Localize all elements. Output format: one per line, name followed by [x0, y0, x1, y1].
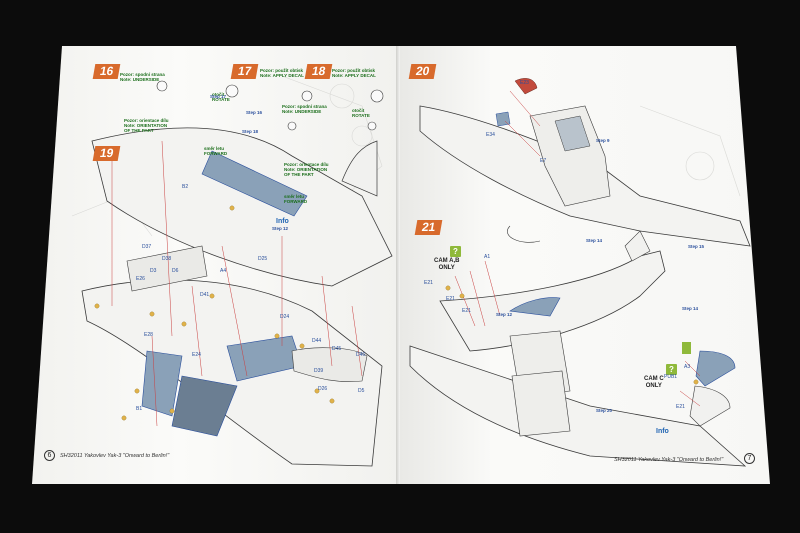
part-label: A3 [684, 364, 691, 370]
part-label: E21 [446, 296, 455, 302]
question-icon: ? [666, 364, 677, 375]
part-label: B2 [182, 184, 189, 190]
cockpit-detail [554, 115, 591, 152]
right-page: 20 21 Step 9 Step 14 Step 15 Step 14 Ste… [400, 46, 770, 484]
question-icon: ? [450, 246, 461, 257]
part-label: D25 [258, 256, 268, 262]
note-underside-17: Pozor: spodní strana Note: UNDERSIDE [282, 104, 327, 114]
footer-left: SH32011 Yakovlev Yak-3 "Onward to Berlin… [60, 453, 170, 459]
part-label: A4 [220, 268, 227, 274]
step-16-badge: 16 [92, 64, 121, 79]
step-ref-9: Step 9 [596, 138, 610, 143]
wheel-well-bay [171, 375, 238, 437]
part-label: E28 [144, 332, 153, 338]
part-label: D24 [280, 314, 290, 320]
note-decal-17: Pozor: použít obtisk Note: APPLY DECAL [260, 68, 304, 78]
part-label: E21 [676, 404, 685, 410]
step-ref-14b: Step 14 [682, 306, 699, 311]
step-ref-12: Step 12 [496, 312, 513, 317]
check-icon [682, 342, 691, 354]
part-lower-shape [689, 385, 731, 427]
part-label: E21 [462, 308, 471, 314]
cam-ab-only: CAM A,B ONLY [434, 258, 460, 271]
tail-fin-outline [341, 140, 378, 197]
step-ref-15: Step 15 [688, 244, 705, 249]
cockpit-assembly [529, 105, 611, 207]
note-rotate-18: otočit ROTATE [352, 108, 370, 118]
info-label: Info [276, 218, 289, 225]
part-label: D39 [314, 368, 324, 374]
step-ref-17: Step 17 [210, 94, 227, 99]
step-20-badge: 20 [408, 64, 437, 79]
part-label: D3 [150, 268, 157, 274]
step-ref-12: Step 12 [272, 226, 289, 231]
right-page-drawing [409, 78, 751, 467]
left-page-drawing [71, 75, 393, 467]
part-label: E23 [520, 80, 529, 86]
radiator-part [291, 347, 368, 382]
part-label: B1 [136, 406, 143, 412]
part-label: D26 [318, 386, 328, 392]
engine-assembly-lower [511, 370, 571, 437]
part-label: E24 [192, 352, 201, 358]
note-underside-16: Pozor: spodní strana Note: UNDERSIDE [120, 72, 165, 82]
step-ref-16: Step 16 [246, 110, 263, 115]
step-17-badge: 17 [230, 64, 259, 79]
info-label: Info [656, 428, 669, 435]
canopy-part [509, 297, 561, 317]
step-ref-14a: Step 14 [586, 238, 603, 243]
part-label: D41 [200, 292, 210, 298]
page-number-left: 6 [44, 450, 55, 461]
gear-door-part [126, 245, 208, 292]
part-label: D45 [332, 346, 342, 352]
part-label: PUB1 [664, 374, 678, 380]
note-forward-a: směr letu FORWARD [204, 146, 228, 156]
upper-panel-part [201, 150, 308, 217]
note-rotate-17: otočit ROTATE [212, 92, 230, 102]
note-decal-18: Pozor: použít obtisk Note: APPLY DECAL [332, 68, 376, 78]
wheel-well-left [141, 350, 183, 417]
cam-c-only: CAM C ONLY [644, 376, 664, 389]
red-part-e23 [514, 78, 538, 95]
tail-outline [624, 230, 651, 262]
left-page: 16 17 18 19 Pozor: spodní strana Note: U… [32, 46, 400, 484]
note-orientation-b: Pozor: orientace dílu Note: ORIENTATION … [284, 162, 329, 177]
note-orientation-a: Pozor: orientace dílu Note: ORIENTATION … [124, 118, 169, 133]
part-label: D46 [356, 352, 366, 358]
part-label: D5 [358, 388, 365, 394]
part-label: E7 [540, 158, 547, 164]
part-label: D6 [172, 268, 179, 274]
step-ref-20: Step 20 [596, 408, 613, 413]
part-label: E26 [136, 276, 145, 282]
step-21-badge: 21 [414, 220, 443, 235]
page-number-right: 7 [744, 453, 755, 464]
part-label: E21 [424, 280, 433, 286]
lower-airframe-outline [409, 345, 747, 467]
note-forward-b: směr letu FORWARD [284, 194, 308, 204]
step-19-badge: 19 [92, 146, 121, 161]
part-label: D37 [142, 244, 152, 250]
part-label: D44 [312, 338, 322, 344]
part-a3-shape [695, 350, 736, 387]
part-label: E34 [486, 132, 495, 138]
part-label: A1 [484, 254, 491, 260]
footer-right: SH32011 Yakovlev Yak-3 "Onward to Berlin… [614, 457, 724, 463]
step-18-badge: 18 [304, 64, 333, 79]
step-ref-18: Step 18 [242, 129, 259, 134]
part-label: D38 [162, 256, 172, 262]
